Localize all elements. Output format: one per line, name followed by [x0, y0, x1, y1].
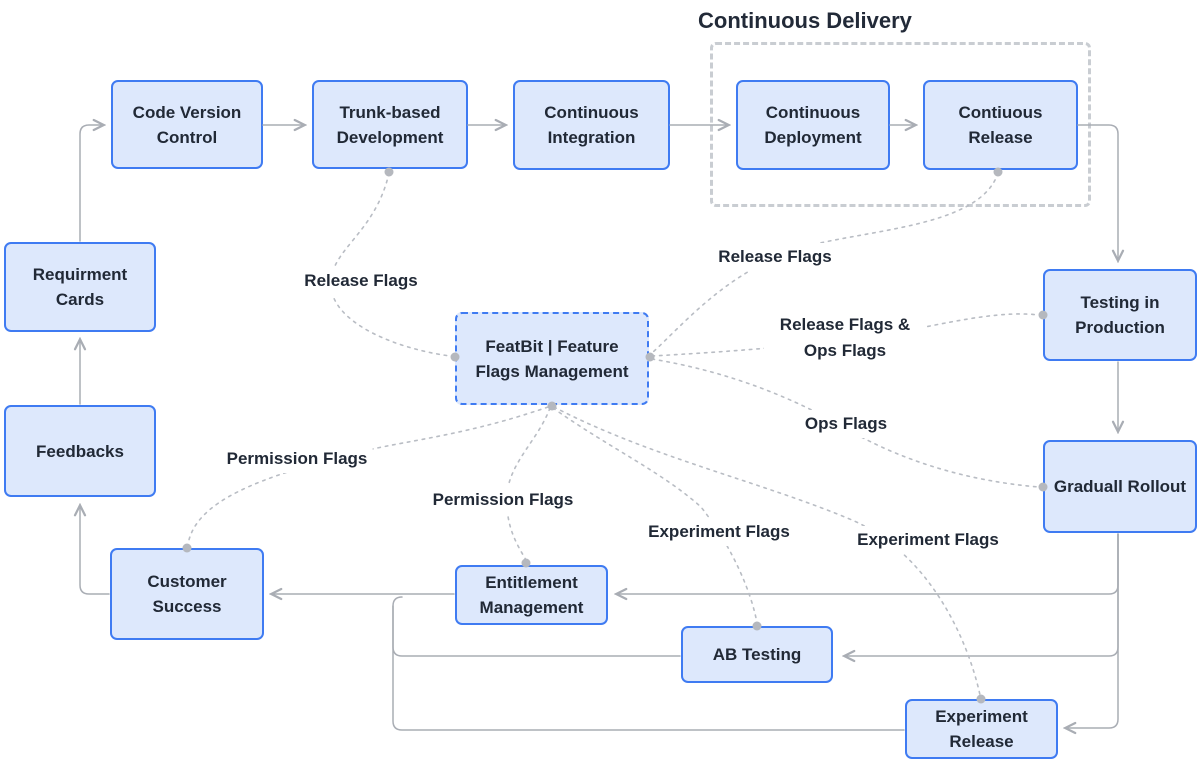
edge-requirment-cards-to-code-version-control [79, 118, 106, 242]
node-testing-in-production[interactable]: Testing in Production [1043, 269, 1197, 361]
node-trunk-based-development[interactable]: Trunk-based Development [312, 80, 468, 169]
label-experiment-flags-ab: Experiment Flags [643, 518, 795, 546]
label-ops-flags: Ops Flags [799, 410, 893, 438]
node-customer-success[interactable]: Customer Success [110, 548, 264, 640]
connector-endpoint-dots [182, 167, 1048, 704]
node-feedbacks[interactable]: Feedbacks [4, 405, 156, 497]
node-code-version-control[interactable]: Code Version Control [111, 80, 263, 169]
node-continuous-deployment[interactable]: Continuous Deployment [736, 80, 890, 170]
label-release-flags-trunk: Release Flags [299, 267, 423, 295]
node-featbit-feature-flags-management[interactable]: FeatBit | Feature Flags Management [455, 312, 649, 405]
continuous-delivery-title: Continuous Delivery [698, 8, 912, 33]
node-contiuous-release[interactable]: Contiuous Release [923, 80, 1078, 170]
label-permission-flags-customer: Permission Flags [221, 445, 373, 473]
label-experiment-flags-release: Experiment Flags [852, 526, 1004, 554]
node-continuous-integration[interactable]: Continuous Integration [513, 80, 670, 170]
label-release-flags-release: Release Flags [713, 243, 837, 271]
label-release-and-ops-flags: Release Flags & Ops Flags [764, 311, 926, 365]
flag-edge-featbit-to-customer-success [187, 406, 549, 545]
node-entitlement-management[interactable]: Entitlement Management [455, 565, 608, 625]
flag-edge-trunk-based-to-featbit [330, 172, 451, 357]
node-ab-testing[interactable]: AB Testing [681, 626, 833, 683]
node-experiment-release[interactable]: Experiment Release [905, 699, 1058, 759]
node-requirment-cards[interactable]: Requirment Cards [4, 242, 156, 332]
edge-customer-success-to-feedbacks [73, 503, 110, 595]
edge-graduall-rollout-to-experiment-release [1063, 533, 1119, 735]
label-permission-flags-entitlement: Permission Flags [427, 486, 579, 514]
flag-edge-featbit-to-entitlement-management [506, 407, 551, 561]
node-graduall-rollout[interactable]: Graduall Rollout [1043, 440, 1197, 533]
